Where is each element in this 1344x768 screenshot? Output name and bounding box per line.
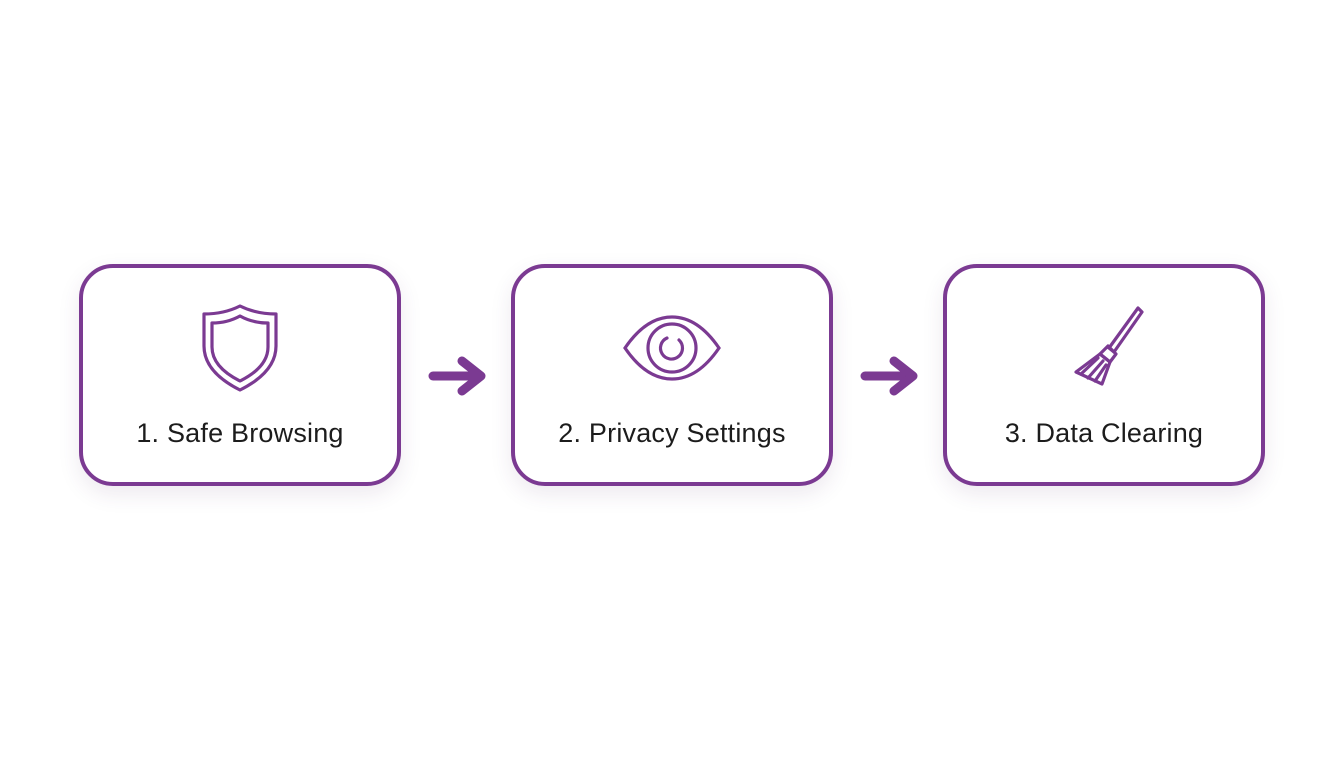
arrow-right-icon [426,353,490,399]
step-card-safe-browsing: 1. Safe Browsing [79,264,401,486]
shield-icon [190,302,290,394]
eye-icon [622,302,722,394]
step-label: 3. Data Clearing [1004,418,1204,448]
step-label: 2. Privacy Settings [558,418,786,448]
step-label: 1. Safe Browsing [136,418,344,448]
broom-icon [1054,302,1154,394]
arrow-right-icon [858,353,922,399]
step-card-privacy-settings: 2. Privacy Settings [511,264,833,486]
step-card-data-clearing: 3. Data Clearing [943,264,1265,486]
